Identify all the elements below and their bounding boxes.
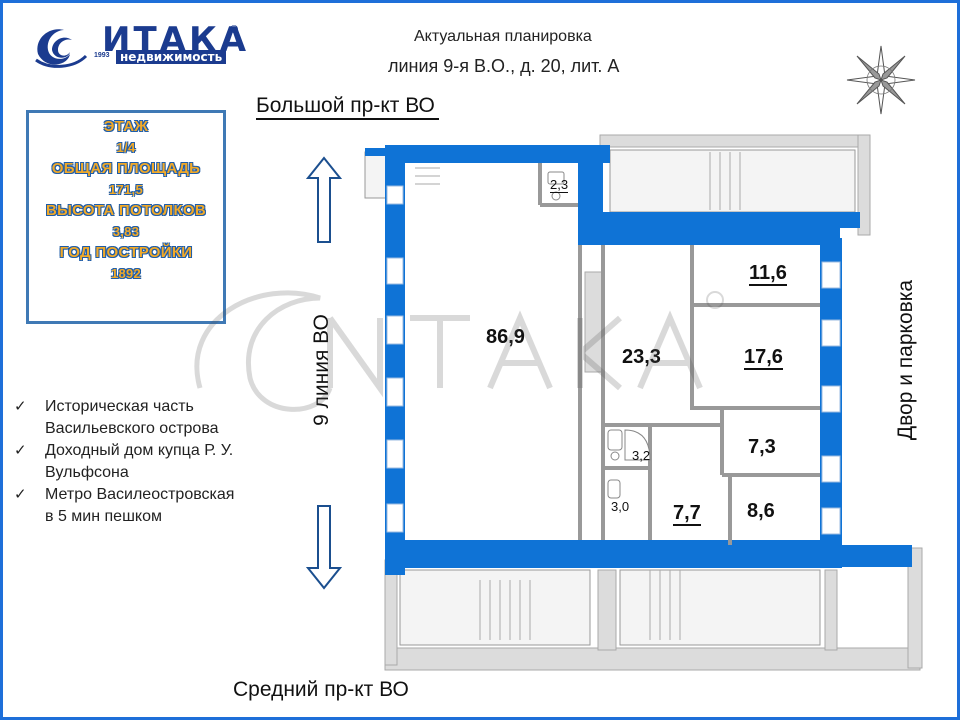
check-icon: ✓ bbox=[14, 486, 27, 503]
plan-address: линия 9-я В.О., д. 20, лит. А bbox=[388, 56, 620, 76]
room-area-7-3: 7,3 bbox=[748, 436, 776, 458]
arrow-up-icon bbox=[306, 156, 342, 243]
room-area-86-9: 86,9 bbox=[486, 326, 525, 348]
logo-swirl-icon bbox=[35, 29, 88, 68]
info-height-label: ВЫСОТА ПОТОЛКОВ bbox=[45, 202, 207, 219]
feature-item: ✓Метро Василеостровская в 5 мин пешком bbox=[14, 486, 235, 525]
logo-year: 1993 bbox=[94, 52, 110, 59]
street-label-top: Большой пр-кт ВО bbox=[256, 94, 439, 120]
info-floor-label: ЭТАЖ bbox=[103, 118, 149, 135]
walls bbox=[365, 145, 912, 575]
windows-right bbox=[821, 261, 841, 535]
room-area-7-7: 7,7 bbox=[673, 502, 701, 526]
stairwells bbox=[364, 149, 856, 646]
room-area-17-6: 17,6 bbox=[744, 346, 783, 370]
info-height-value: 3,83 bbox=[112, 224, 140, 239]
room-area-11-6: 11,6 bbox=[749, 262, 787, 286]
partitions bbox=[538, 163, 820, 545]
logo-subtitle: недвижимость bbox=[116, 50, 227, 64]
info-area-value: 171,5 bbox=[108, 182, 144, 197]
logo-registered: ® bbox=[230, 24, 239, 36]
street-label-bottom: Средний пр-кт ВО bbox=[233, 678, 409, 701]
arrow-down-icon bbox=[306, 505, 342, 590]
floor-plan bbox=[364, 134, 923, 671]
room-area-8-6: 8,6 bbox=[747, 500, 775, 522]
compass-rose-icon bbox=[846, 45, 916, 115]
features-list: ✓Историческая часть Васильевского остров… bbox=[14, 396, 244, 528]
neighbour-structure bbox=[384, 134, 923, 671]
info-year-value: 1892 bbox=[110, 266, 142, 281]
room-area-2-3: 2,3 bbox=[550, 177, 569, 193]
bath-fixtures bbox=[547, 171, 651, 499]
info-floor-value: 1/4 bbox=[116, 140, 136, 155]
plan-title: Актуальная планировка bbox=[414, 28, 592, 45]
room-area-23-3: 23,3 bbox=[622, 346, 661, 368]
feature-item: ✓Доходный дом купца Р. У. Вульфсона bbox=[14, 442, 234, 481]
itaka-logo: ИТАКА ® 1993 недвижимость bbox=[30, 20, 246, 72]
property-info-box: ЭТАЖ 1/4 ОБЩАЯ ПЛОЩАДЬ 171,5 ВЫСОТА ПОТО… bbox=[26, 110, 226, 324]
check-icon: ✓ bbox=[14, 398, 27, 415]
room-area-3-2: 3,2 bbox=[632, 448, 651, 463]
feature-item: ✓Историческая часть Васильевского остров… bbox=[14, 398, 219, 437]
info-area-label: ОБЩАЯ ПЛОЩАДЬ bbox=[51, 160, 201, 177]
street-label-left: 9 линия ВО bbox=[310, 314, 333, 426]
info-year-label: ГОД ПОСТРОЙКИ bbox=[59, 244, 193, 261]
windows-left bbox=[386, 185, 404, 533]
room-area-3-0: 3,0 bbox=[611, 499, 630, 514]
check-icon: ✓ bbox=[14, 442, 27, 459]
